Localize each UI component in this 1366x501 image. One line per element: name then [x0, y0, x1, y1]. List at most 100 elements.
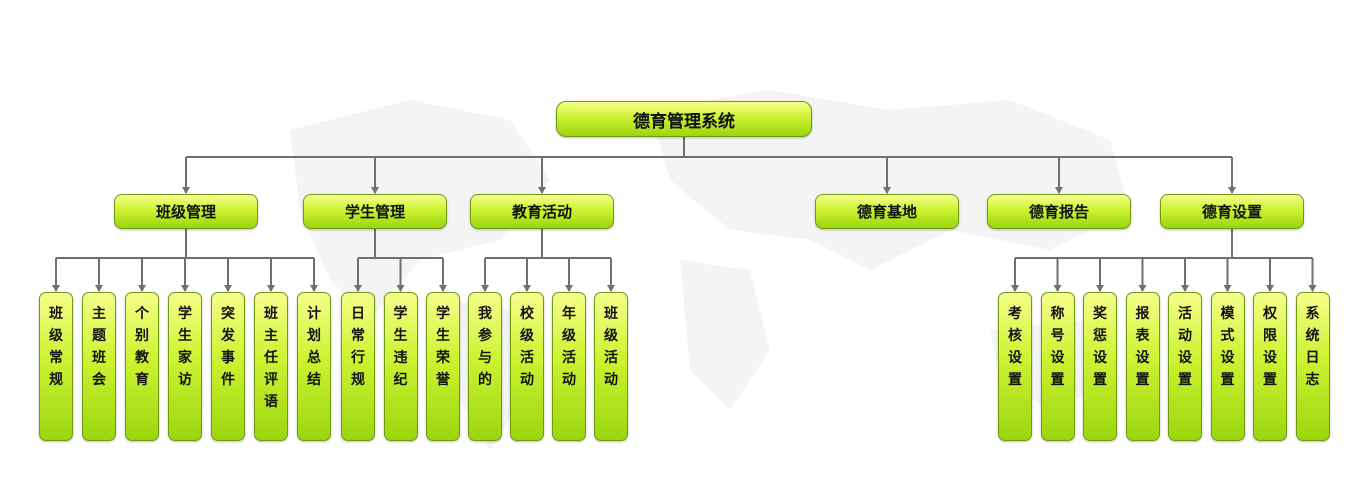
leaf-arrow-1-2	[439, 285, 447, 292]
leaf-node-0-4[interactable]: 突发事件	[211, 292, 245, 441]
leaf-char: 设	[1135, 350, 1150, 366]
leaf-char: 我	[478, 306, 492, 322]
leaf-char: 置	[1263, 372, 1277, 388]
leaf-char: 违	[393, 350, 408, 366]
leaf-char: 日	[351, 306, 365, 322]
leaf-arrow-0-4	[224, 285, 232, 292]
leaf-char: 个	[135, 306, 149, 322]
leaf-node-0-0[interactable]: 班级常规	[39, 292, 73, 441]
leaf-arrow-5-0	[1011, 285, 1019, 292]
leaf-char: 行	[351, 350, 365, 366]
leaf-node-5-6[interactable]: 权限设置	[1253, 292, 1287, 441]
leaf-char: 置	[1050, 372, 1065, 388]
group-node-0[interactable]: 班级管理	[114, 194, 258, 229]
leaf-char: 结	[307, 372, 321, 388]
group-arrow-5	[1228, 187, 1236, 194]
leaf-node-1-2[interactable]: 学生荣誉	[426, 292, 460, 441]
leaf-char: 语	[264, 394, 278, 410]
leaf-char: 考	[1008, 306, 1022, 322]
leaf-char: 别	[135, 328, 149, 344]
leaf-char: 报	[1135, 306, 1150, 322]
leaf-arrow-5-3	[1138, 285, 1147, 292]
leaf-char: 评	[264, 372, 278, 388]
leaf-node-5-5[interactable]: 模式设置	[1210, 292, 1245, 441]
leaf-char: 会	[92, 372, 106, 388]
leaf-char: 限	[1263, 328, 1277, 344]
leaf-node-0-5[interactable]: 班主任评语	[254, 292, 288, 441]
leaf-char: 班	[264, 306, 278, 322]
group-node-3[interactable]: 德育基地	[815, 194, 959, 229]
leaf-arrow-2-3	[607, 285, 615, 292]
leaf-arrow-0-2	[138, 285, 146, 292]
leaf-char: 家	[178, 350, 192, 366]
leaf-char: 学	[178, 306, 192, 322]
leaf-char: 设	[1008, 350, 1022, 366]
leaf-node-2-2[interactable]: 年级活动	[552, 292, 586, 441]
leaf-char: 权	[1263, 306, 1277, 322]
group-arrow-3	[883, 187, 891, 194]
leaf-node-5-3[interactable]: 报表设置	[1125, 292, 1160, 441]
leaf-char: 教	[135, 350, 149, 366]
leaf-arrow-1-0	[354, 285, 362, 292]
leaf-arrow-0-0	[52, 285, 60, 292]
leaf-char: 志	[1305, 372, 1320, 388]
leaf-char: 常	[49, 350, 63, 366]
leaf-char: 置	[1008, 372, 1022, 388]
leaf-node-2-3[interactable]: 班级活动	[594, 292, 628, 441]
leaf-char: 主	[92, 306, 106, 322]
leaf-char: 参	[478, 328, 492, 344]
leaf-char: 纪	[393, 372, 408, 388]
leaf-node-2-0[interactable]: 我参与的	[468, 292, 502, 441]
leaf-char: 级	[520, 328, 534, 344]
leaf-char: 划	[307, 328, 321, 344]
leaf-arrow-2-0	[481, 285, 489, 292]
leaf-node-0-2[interactable]: 个别教育	[125, 292, 159, 441]
leaf-char: 常	[351, 328, 365, 344]
leaf-char: 表	[1135, 328, 1150, 344]
leaf-node-5-0[interactable]: 考核设置	[998, 292, 1032, 441]
leaf-char: 置	[1093, 372, 1107, 388]
leaf-node-0-1[interactable]: 主题班会	[82, 292, 116, 441]
leaf-node-0-3[interactable]: 学生家访	[168, 292, 202, 441]
group-node-2[interactable]: 教育活动	[470, 194, 614, 229]
leaf-char: 置	[1135, 372, 1150, 388]
leaf-char: 班	[604, 306, 618, 322]
leaf-char: 的	[478, 372, 492, 388]
leaf-char: 级	[49, 328, 63, 344]
leaf-char: 活	[562, 350, 576, 366]
leaf-char: 动	[562, 372, 576, 388]
leaf-char: 生	[393, 328, 408, 344]
leaf-arrow-2-2	[565, 285, 573, 292]
leaf-char: 访	[178, 372, 192, 388]
group-arrow-0	[182, 187, 190, 194]
leaf-node-2-1[interactable]: 校级活动	[510, 292, 544, 441]
leaf-char: 年	[562, 306, 576, 322]
leaf-node-0-6[interactable]: 计划总结	[297, 292, 331, 441]
leaf-char: 活	[520, 350, 534, 366]
leaf-arrow-5-4	[1181, 285, 1189, 292]
leaf-char: 模	[1220, 306, 1235, 322]
leaf-node-5-1[interactable]: 称号设置	[1040, 292, 1075, 441]
leaf-node-1-0[interactable]: 日常行规	[341, 292, 375, 441]
leaf-char: 统	[1305, 328, 1320, 344]
leaf-char: 发	[221, 328, 235, 344]
leaf-char: 式	[1220, 328, 1235, 344]
leaf-char: 日	[1305, 350, 1320, 366]
leaf-char: 核	[1008, 328, 1022, 344]
leaf-char: 总	[307, 350, 321, 366]
leaf-node-1-1[interactable]: 学生违纪	[383, 292, 418, 441]
group-node-1[interactable]: 学生管理	[303, 194, 447, 229]
leaf-char: 突	[221, 306, 235, 322]
leaf-char: 主	[264, 328, 278, 344]
leaf-char: 置	[1178, 372, 1192, 388]
leaf-node-5-4[interactable]: 活动设置	[1168, 292, 1202, 441]
leaf-char: 号	[1050, 328, 1065, 344]
leaf-node-5-7[interactable]: 系统日志	[1295, 292, 1330, 441]
leaf-char: 设	[1178, 350, 1192, 366]
leaf-char: 级	[562, 328, 576, 344]
leaf-node-5-2[interactable]: 奖惩设置	[1083, 292, 1117, 441]
group-node-5[interactable]: 德育设置	[1160, 194, 1304, 229]
group-node-4[interactable]: 德育报告	[987, 194, 1131, 229]
leaf-char: 动	[1178, 328, 1192, 344]
root-node[interactable]: 德育管理系统	[556, 101, 812, 137]
